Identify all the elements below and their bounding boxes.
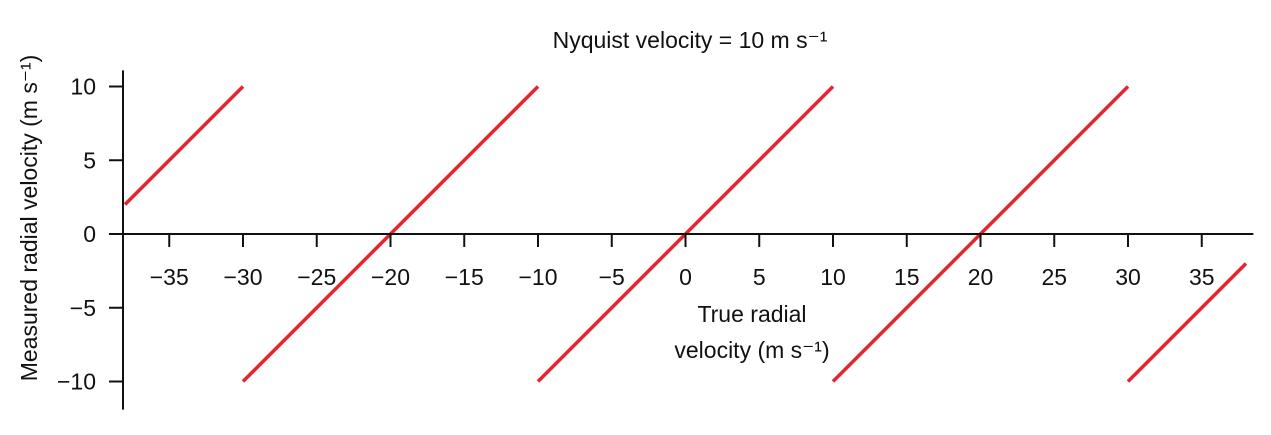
x-tick-label: 15 <box>894 264 920 290</box>
x-tick-label: 10 <box>820 264 846 290</box>
x-tick-label: −10 <box>518 264 557 290</box>
x-tick-label: −20 <box>371 264 410 290</box>
y-tick-label: 10 <box>70 74 96 100</box>
y-tick-label: 5 <box>83 147 96 173</box>
x-tick-label: 30 <box>1115 264 1141 290</box>
x-tick-label: −15 <box>445 264 484 290</box>
x-axis-label-line1: True radial <box>697 301 806 327</box>
chart-title: Nyquist velocity = 10 m s⁻¹ <box>553 27 828 53</box>
x-tick-label: −5 <box>599 264 625 290</box>
y-axis-label: Measured radial velocity (m s⁻¹) <box>16 55 42 382</box>
x-axis-label-line2: velocity (m s⁻¹) <box>674 337 829 363</box>
x-tick-label: 0 <box>679 264 692 290</box>
x-tick-label: 35 <box>1189 264 1215 290</box>
series-segment <box>1126 262 1248 383</box>
series-segment <box>123 85 245 206</box>
x-tick-label: 5 <box>753 264 766 290</box>
x-tick-label: 25 <box>1041 264 1067 290</box>
y-tick-label: 0 <box>83 221 96 247</box>
x-tick-label: −35 <box>150 264 189 290</box>
y-tick-label: −10 <box>57 369 96 395</box>
x-tick-label: −25 <box>297 264 336 290</box>
x-tick-label: −30 <box>223 264 262 290</box>
axes-layer: −35 −30 −25 −20 −15 −10 −5 0 5 10 15 20 25 30 35 10 5 0 −5… <box>57 70 1254 410</box>
x-tick-label: 20 <box>968 264 994 290</box>
y-tick-label: −5 <box>70 295 96 321</box>
